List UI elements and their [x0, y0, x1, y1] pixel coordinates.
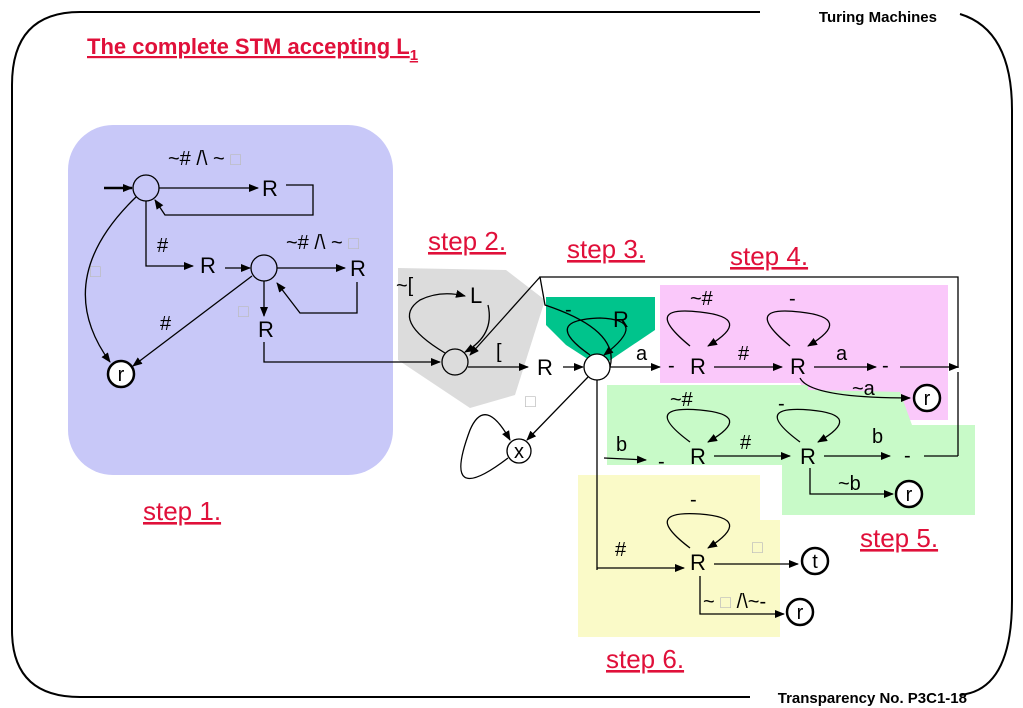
step2-R: R: [537, 355, 553, 380]
step4-R1: R: [690, 354, 706, 379]
step3-region: [546, 297, 655, 367]
step2-state: [441, 348, 469, 376]
step4-label: step 4.: [730, 241, 808, 271]
step4-reject-label: r: [924, 388, 931, 410]
step1-reject-state: [106, 359, 136, 389]
step5-dash1: -: [658, 451, 665, 473]
step5-reject-label: r: [906, 484, 913, 506]
step1-reject-label: r: [118, 364, 125, 386]
page-title: The complete STM accepting L1: [87, 34, 418, 64]
step6-accept-label: t: [812, 551, 818, 573]
step2-region: [398, 268, 545, 408]
step2-L: L: [470, 283, 482, 308]
step3-state: [583, 353, 611, 381]
step6-dash-label: -: [690, 489, 697, 511]
step4-reject-state: [912, 383, 942, 413]
step3-label: step 3.: [567, 234, 645, 264]
step1-hash-label: #: [157, 235, 169, 257]
step1-R2: R: [200, 253, 216, 278]
step6-reject-label: r: [797, 602, 804, 624]
step1-region: [68, 125, 393, 475]
step4-hash-label: #: [738, 343, 750, 365]
step1-cond-label: ~# /\ ~ □: [168, 148, 241, 170]
step5-b-label: b: [616, 434, 627, 456]
step2-not-bracket-label: ~[: [396, 275, 414, 297]
step5-b-label2: b: [872, 426, 883, 448]
footer-transparency: Transparency No. P3C1-18: [778, 690, 967, 707]
step5-dash2: -: [904, 445, 911, 467]
step6-R: R: [690, 550, 706, 575]
step3-blank-label: □: [525, 391, 536, 411]
step4-a-label: a: [636, 343, 648, 365]
step1-R3: R: [350, 256, 366, 281]
step6-region: [578, 475, 780, 637]
step4-R2: R: [790, 354, 806, 379]
step4-region: [660, 285, 948, 420]
step3-dash-label: -: [565, 299, 572, 321]
step5-dash-label: -: [778, 393, 785, 415]
step5-not-b-label: ~b: [838, 473, 861, 495]
title-subscript: 1: [410, 47, 418, 64]
step4-dash2: -: [882, 355, 889, 377]
step5-hash-label: #: [740, 432, 752, 454]
step4-not-hash-label: ~#: [690, 288, 714, 310]
step1-R4: R: [258, 317, 274, 342]
slide-frame: [11, 11, 1013, 698]
step5-R2: R: [800, 444, 816, 469]
step6-reject-state: [785, 597, 815, 627]
step6-accept-state: [800, 546, 830, 576]
step3-x-state: [506, 438, 532, 464]
step1-cond2-label: ~# /\ ~ □: [286, 232, 359, 254]
step2-bracket-label: [: [496, 341, 502, 363]
step1-blank-label1: □: [90, 261, 101, 281]
step1-hash-label2: #: [160, 313, 172, 335]
step1-label: step 1.: [143, 496, 221, 526]
step3-x-label: x: [514, 441, 524, 463]
step2-label: step 2.: [428, 226, 506, 256]
step6-label: step 6.: [606, 644, 684, 674]
step4-dash1: -: [668, 355, 675, 377]
step6-cond-label: ~ □ /\~-: [703, 591, 766, 613]
step5-not-hash-label: ~#: [670, 389, 694, 411]
step6-hash-label: #: [615, 539, 627, 561]
step5-R1: R: [690, 444, 706, 469]
step4-a-label2: a: [836, 343, 848, 365]
step1-blank-label2: □: [238, 301, 249, 321]
step5-region: [607, 385, 975, 515]
step5-reject-state: [894, 479, 924, 509]
step4-dash-label: -: [789, 288, 796, 310]
step4-not-a-label: ~a: [852, 378, 876, 400]
step1-R1: R: [262, 176, 278, 201]
header-title: Turing Machines: [819, 9, 937, 26]
step6-blank-label: □: [752, 537, 763, 557]
step5-label: step 5.: [860, 523, 938, 553]
